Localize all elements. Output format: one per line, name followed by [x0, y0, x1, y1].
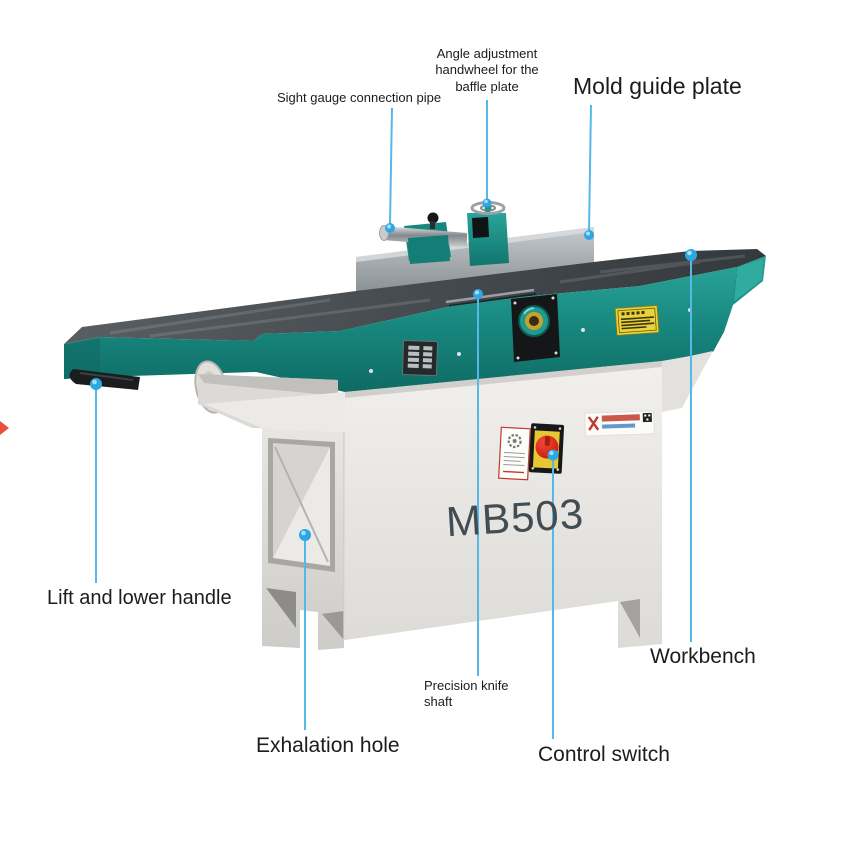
leader-lines — [95, 100, 692, 739]
model-number-text: MB503 — [444, 489, 586, 546]
label-workbench: Workbench — [650, 645, 756, 668]
label-precision-knife-shaft: Precision knife shaft — [424, 678, 509, 710]
label-mold-guide-plate: Mold guide plate — [573, 73, 742, 99]
spec-nameplate — [401, 340, 439, 377]
label-exhalation-hole: Exhalation hole — [256, 734, 400, 757]
machine-body-apron — [64, 256, 766, 392]
cutter-slot — [445, 288, 535, 304]
red-caret-marker — [0, 421, 9, 435]
label-lift-lower-handle: Lift and lower handle — [47, 587, 232, 609]
manufacturer-label — [584, 410, 655, 437]
certificate-label — [498, 426, 531, 481]
baffle-plate-assembly — [356, 201, 594, 296]
brand-logo-icon — [587, 416, 600, 431]
leader-dots — [90, 198, 697, 541]
control-switch-shape — [528, 423, 565, 474]
leader-mold-guide — [588, 104, 592, 233]
sight-gauge-pipe-shape — [379, 212, 467, 264]
exhalation-hole-shape — [268, 438, 335, 572]
warning-label — [614, 305, 660, 336]
qr-code-icon — [642, 412, 652, 423]
precision-knife-shaft-shape — [511, 294, 560, 362]
workbench-top — [64, 249, 766, 344]
label-sight-gauge-pipe: Sight gauge connection pipe — [277, 90, 442, 105]
leader-sight-gauge — [389, 107, 393, 225]
label-angle-handwheel: Angle adjustment handwheel for the baffl… — [435, 46, 539, 94]
lift-lower-handle-shape — [69, 369, 140, 390]
label-control-switch: Control switch — [538, 743, 670, 766]
